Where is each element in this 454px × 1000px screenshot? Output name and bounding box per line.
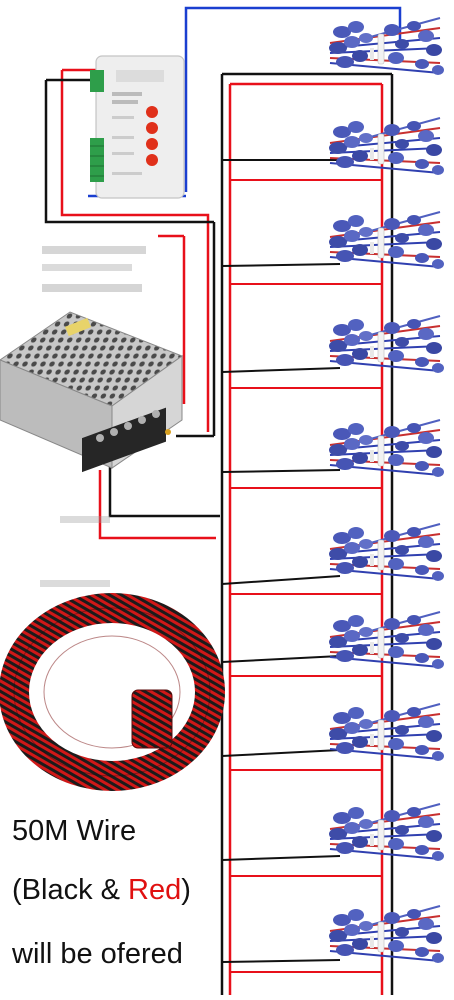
faded-label-blocks	[40, 246, 146, 587]
wire-coil-icon	[0, 593, 225, 791]
led-pixel-string-icon	[328, 611, 445, 670]
caption-line-2: (Black & Red)	[12, 876, 191, 905]
caption-open: (Black &	[12, 874, 129, 906]
led-pixel-string-icon	[328, 211, 445, 270]
pixel-controller-icon	[90, 55, 185, 199]
led-pixel-string-icon	[328, 117, 445, 176]
power-supply-icon	[0, 311, 184, 473]
led-pixel-strings	[328, 17, 445, 964]
led-pixel-string-icon	[328, 17, 445, 76]
led-pixel-string-icon	[328, 523, 445, 582]
caption-close: )	[181, 874, 191, 906]
branch-wires	[221, 159, 382, 973]
led-pixel-string-icon	[328, 703, 445, 762]
caption-red-word: Red	[128, 874, 182, 906]
controller-wiring	[44, 68, 216, 438]
led-pixel-string-icon	[328, 315, 445, 374]
led-pixel-string-icon	[328, 803, 445, 862]
led-pixel-string-icon	[328, 419, 445, 478]
caption-line-1: 50M Wire	[12, 815, 137, 847]
caption-line-3: will be ofered	[12, 938, 183, 970]
led-pixel-string-icon	[328, 905, 445, 964]
psu-output-wiring	[98, 460, 220, 540]
